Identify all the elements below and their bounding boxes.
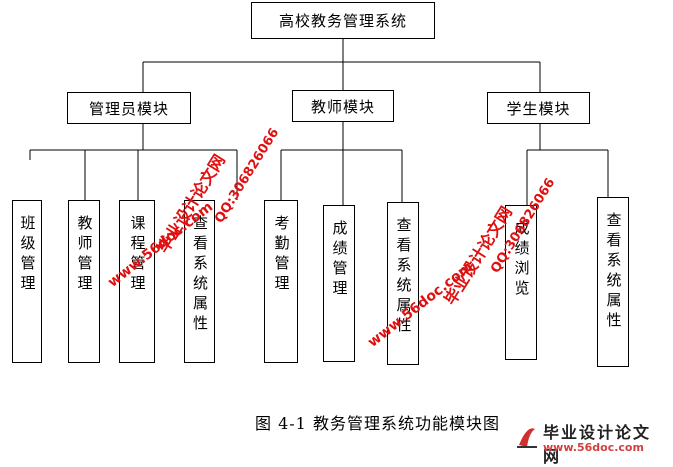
leaf-attendance-management-label: 考勤管理	[272, 215, 291, 295]
figure-caption: 图 4-1 教务管理系统功能模块图	[255, 414, 500, 433]
root-label: 高校教务管理系统	[278, 12, 407, 30]
module-teacher-label: 教师模块	[310, 97, 375, 116]
module-teacher: 教师模块	[292, 90, 394, 122]
root-node: 高校教务管理系统	[251, 2, 435, 39]
leaf-teacher-management: 教师管理	[68, 200, 100, 363]
module-admin: 管理员模块	[67, 92, 191, 124]
logo-brand-text: 毕业设计论文网	[543, 423, 652, 466]
logo-url-text: www.56doc.com	[543, 441, 644, 454]
module-student-label: 学生模块	[506, 99, 571, 118]
leaf-student-view-properties-label: 查看系统属性	[604, 212, 623, 332]
leaf-grade-management-label: 成绩管理	[330, 220, 349, 300]
leaf-student-view-properties: 查看系统属性	[597, 197, 629, 367]
leaf-class-management: 班级管理	[12, 200, 42, 363]
leaf-grade-browse: 成绩浏览	[505, 205, 537, 360]
leaf-teacher-view-properties: 查看系统属性	[387, 202, 419, 365]
site-logo: 毕业设计论文网 www.56doc.com	[515, 419, 665, 466]
leaf-grade-management: 成绩管理	[323, 205, 355, 362]
leaf-grade-browse-label: 成绩浏览	[512, 220, 531, 300]
leaf-teacher-view-properties-label: 查看系统属性	[394, 217, 413, 337]
logo-mark-icon	[517, 428, 537, 448]
module-student: 学生模块	[487, 92, 590, 124]
leaf-course-management-label: 课程管理	[128, 215, 147, 295]
leaf-admin-view-properties: 查看系统属性	[184, 200, 215, 363]
leaf-class-management-label: 班级管理	[18, 215, 37, 295]
module-admin-label: 管理员模块	[88, 99, 169, 118]
leaf-teacher-management-label: 教师管理	[75, 215, 94, 295]
leaf-attendance-management: 考勤管理	[264, 200, 298, 363]
leaf-admin-view-properties-label: 查看系统属性	[191, 215, 209, 335]
leaf-course-management: 课程管理	[119, 200, 155, 363]
